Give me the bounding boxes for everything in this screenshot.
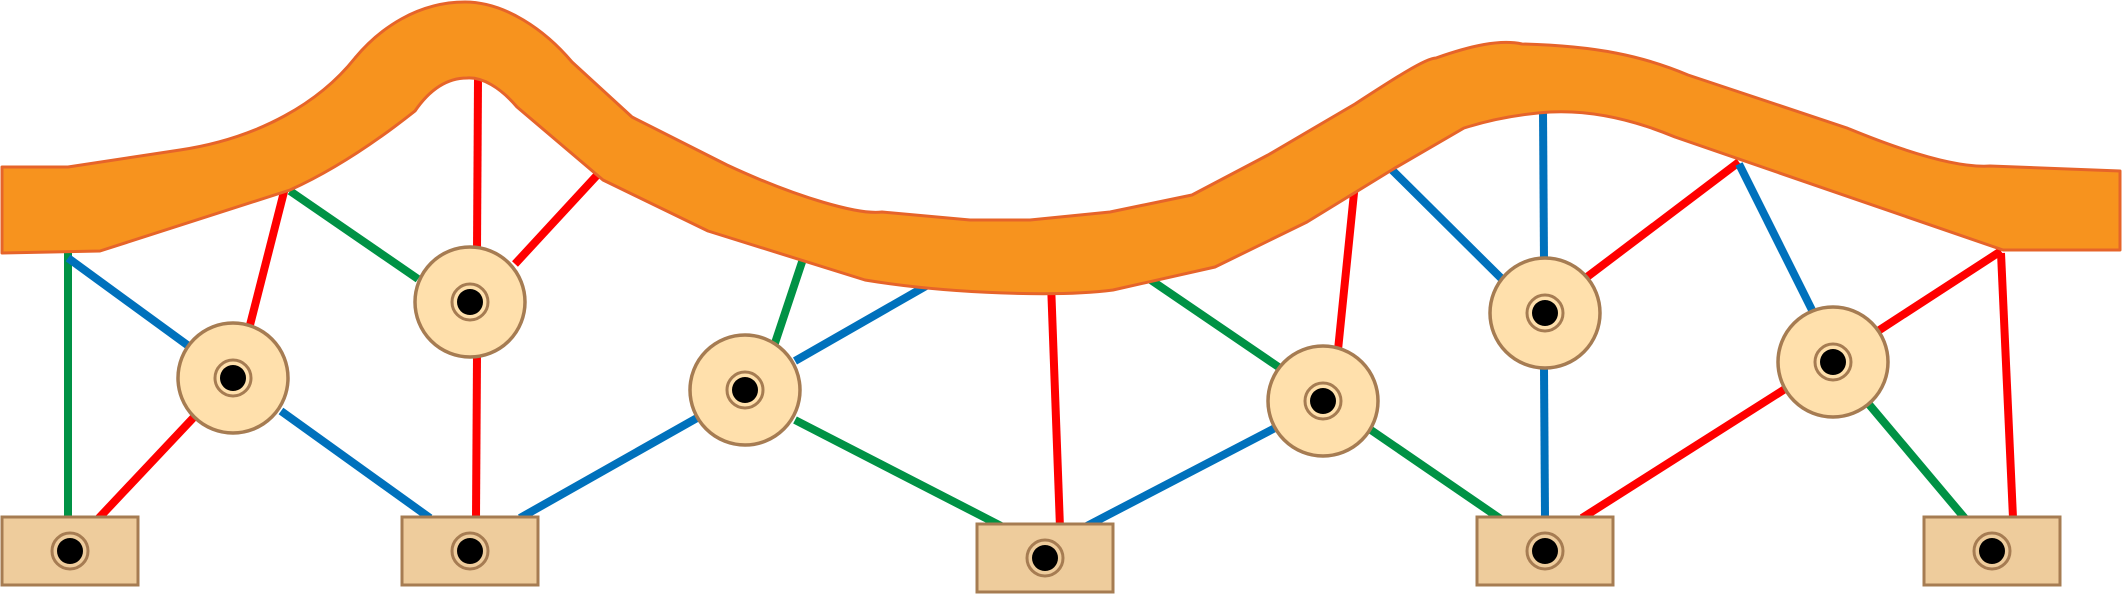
anchor-pin-a5 — [1979, 538, 2005, 564]
strut-j2-road-red — [512, 169, 603, 267]
strut-a4-j6-red — [1579, 385, 1788, 522]
anchor-pin-a1 — [57, 538, 83, 564]
anchor-block-icon — [0, 515, 140, 587]
anchor-pin-a3 — [1032, 545, 1058, 571]
strut-road-j5-blue — [1382, 160, 1511, 288]
strut-j5-road-blue — [1539, 109, 1548, 263]
joint-pin-icon — [413, 245, 527, 359]
anchors-layer — [0, 515, 2062, 594]
strut-j1-a2-blue — [278, 407, 433, 522]
strut-road-j4-green — [1142, 272, 1283, 372]
joint-pin-icon — [1776, 305, 1890, 419]
strut-j4-a4-green — [1365, 424, 1511, 528]
strut-j4-road-red — [1334, 182, 1359, 351]
joint-pin-j4 — [1310, 388, 1336, 414]
joint-pin-icon — [688, 333, 802, 447]
strut-a3-j4-blue — [1081, 424, 1277, 532]
strut-j5-a4-blue — [1540, 367, 1549, 519]
joints-layer — [176, 245, 1890, 458]
struts-layer — [64, 78, 2017, 551]
anchor-block-icon — [1922, 515, 2062, 587]
joint-pin-j3 — [732, 377, 758, 403]
road-deck-icon — [0, 0, 2122, 296]
joint-pin-icon — [176, 321, 290, 435]
anchor-block-icon — [400, 515, 540, 587]
joint-pin-icon — [1488, 256, 1602, 370]
strut-road-a5-red — [1997, 252, 2017, 519]
strut-j5-road-red — [1584, 158, 1742, 281]
strut-j6-a5-green — [1863, 399, 1972, 525]
joint-pin-j5 — [1532, 300, 1558, 326]
strut-a1-j1-red — [94, 413, 198, 523]
strut-j2-a2-red — [472, 355, 481, 519]
anchor-block-icon — [975, 522, 1115, 594]
anchor-block-icon — [1475, 515, 1615, 587]
strut-j1-road-red — [246, 179, 291, 326]
strut-road-j2-green — [287, 187, 421, 283]
strut-j2-road-red — [473, 78, 482, 251]
strut-road-j1-blue — [65, 254, 193, 351]
anchor-pin-a2 — [457, 538, 483, 564]
anchor-pin-a4 — [1532, 538, 1558, 564]
strut-a2-j3-blue — [518, 414, 699, 522]
strut-j3-road-blue — [793, 274, 942, 365]
strut-j6-road-red — [1875, 247, 2004, 335]
strut-road-a3-red — [1047, 282, 1064, 529]
strut-j3-a3-green — [793, 416, 1007, 532]
joint-pin-icon — [1266, 344, 1380, 458]
joint-pin-j1 — [220, 365, 246, 391]
joint-pin-j2 — [457, 289, 483, 315]
joint-pin-j6 — [1820, 349, 1846, 375]
strut-j3-road-green — [769, 251, 809, 351]
road-layer — [0, 0, 2122, 296]
strut-road-j6-blue — [1735, 162, 1819, 318]
